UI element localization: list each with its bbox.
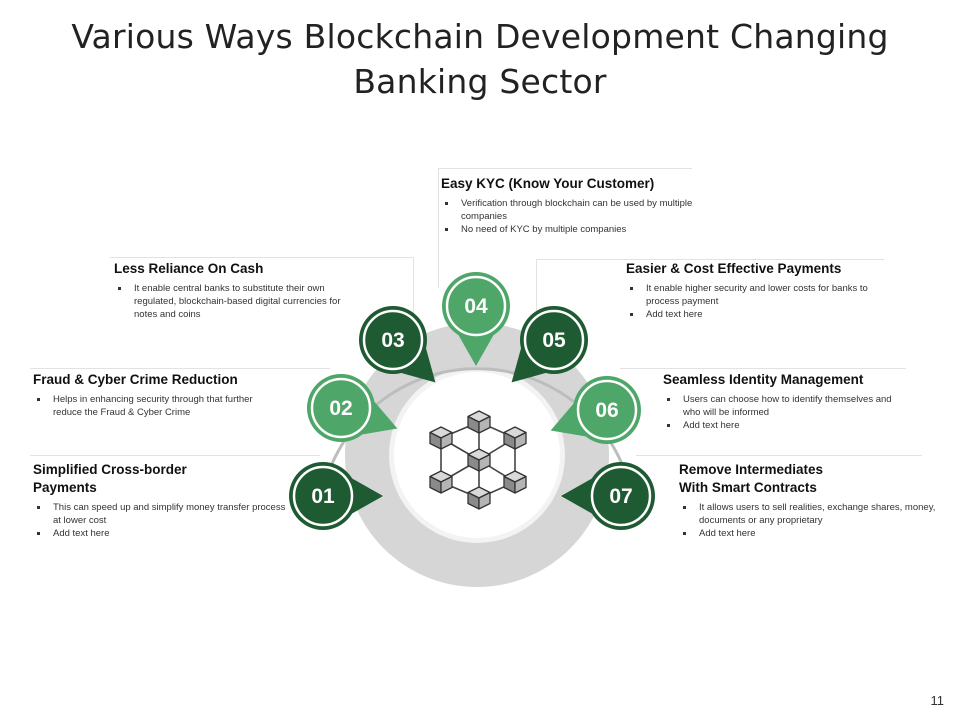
step-marker-07: 07 [561, 462, 655, 530]
marker-inner-ring [362, 309, 424, 371]
step-marker-06: 06 [550, 376, 641, 444]
marker-inner-ring [576, 379, 638, 441]
item-04-heading: Easy KYC (Know Your Customer) [441, 176, 655, 191]
item-07-text: Remove Intermediates With Smart Contract… [679, 461, 941, 540]
item-04-bullet-1: Verification through blockchain can be u… [441, 197, 693, 223]
marker-inner-ring [590, 465, 652, 527]
frame-line-06 [620, 368, 906, 369]
step-marker-03: 03 [359, 306, 436, 383]
marker-inner-ring [310, 377, 372, 439]
frame-line-01 [30, 455, 320, 456]
item-05-bullet-1: It enable higher security and lower cost… [626, 282, 874, 308]
page-number: 11 [930, 693, 945, 708]
item-02-text: Fraud & Cyber Crime Reduction Helps in e… [33, 371, 273, 419]
frame-vline-03 [413, 257, 414, 317]
marker-number: 07 [609, 485, 632, 508]
item-01-heading: Simplified Cross-border Payments [33, 462, 187, 495]
blockchain-cubes-icon [429, 410, 527, 510]
marker-inner-ring [292, 465, 354, 527]
item-02-bullet-1: Helps in enhancing security through that… [33, 393, 273, 419]
frame-line-03 [110, 257, 413, 258]
item-04-text: Easy KYC (Know Your Customer) Verificati… [441, 175, 693, 236]
cube-7 [467, 486, 491, 510]
step-marker-01: 01 [289, 462, 383, 530]
step-marker-04: 04 [442, 272, 510, 366]
item-03-text: Less Reliance On Cash It enable central … [114, 260, 342, 321]
marker-number: 05 [542, 329, 566, 352]
item-06-text: Seamless Identity Management Users can c… [663, 371, 893, 432]
item-07-heading: Remove Intermediates With Smart Contract… [679, 462, 824, 495]
cube-2 [429, 426, 453, 450]
item-01-bullet-2: Add text here [33, 527, 289, 540]
frame-line-04 [438, 168, 692, 169]
title-line-2: Banking Sector [353, 62, 607, 101]
frame-vline-04 [438, 168, 439, 288]
item-03-heading: Less Reliance On Cash [114, 261, 264, 276]
cube-3 [503, 426, 527, 450]
item-05-heading: Easier & Cost Effective Payments [626, 261, 842, 276]
marker-number: 01 [311, 485, 335, 508]
item-06-bullet-2: Add text here [663, 419, 893, 432]
item-07-bullet-2: Add text here [679, 527, 941, 540]
item-06-bullet-1: Users can choose how to identify themsel… [663, 393, 893, 419]
item-01-text: Simplified Cross-border Payments This ca… [33, 461, 289, 540]
marker-number: 04 [464, 295, 488, 318]
page-title: Various Ways Blockchain Development Chan… [0, 14, 960, 104]
item-02-heading: Fraud & Cyber Crime Reduction [33, 372, 238, 387]
item-05-bullet-2: Add text here [626, 308, 874, 321]
step-marker-05: 05 [511, 306, 588, 383]
frame-line-05 [536, 259, 884, 260]
item-07-bullet-1: It allows users to sell realities, excha… [679, 501, 941, 527]
frame-line-07 [636, 455, 922, 456]
item-05-text: Easier & Cost Effective Payments It enab… [626, 260, 874, 321]
item-06-heading: Seamless Identity Management [663, 372, 864, 387]
item-04-bullet-2: No need of KYC by multiple companies [441, 223, 693, 236]
marker-number: 03 [381, 329, 404, 352]
marker-number: 06 [595, 399, 618, 422]
cube-5 [429, 470, 453, 494]
marker-inner-ring [523, 309, 585, 371]
frame-vline-05 [536, 259, 537, 319]
cube-6 [503, 470, 527, 494]
cube-4 [467, 448, 491, 472]
item-01-bullet-1: This can speed up and simplify money tra… [33, 501, 289, 527]
step-marker-02: 02 [307, 374, 398, 442]
cube-1 [467, 410, 491, 434]
marker-number: 02 [329, 397, 352, 420]
item-03-bullet-1: It enable central banks to substitute th… [114, 282, 342, 321]
frame-line-02 [30, 368, 330, 369]
marker-inner-ring [445, 275, 507, 337]
title-line-1: Various Ways Blockchain Development Chan… [71, 17, 889, 56]
